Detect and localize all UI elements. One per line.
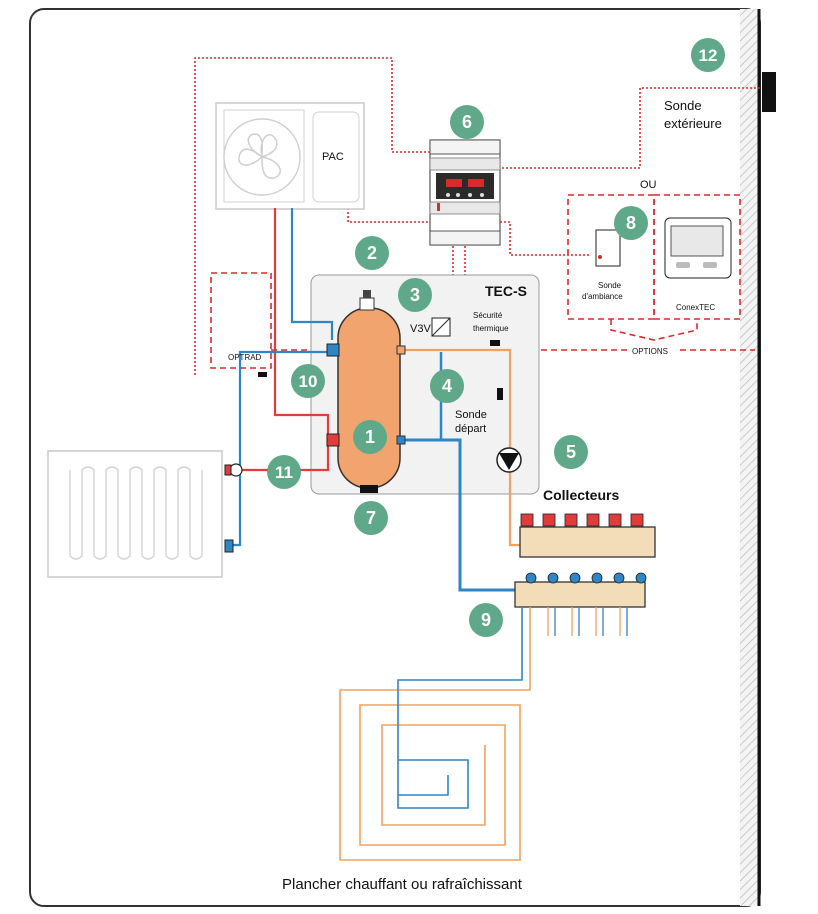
badge-10: 10 bbox=[291, 364, 325, 398]
sonde-exterieure-label-2: extérieure bbox=[664, 116, 722, 131]
svg-text:2: 2 bbox=[367, 243, 377, 263]
circulator-pump bbox=[496, 447, 522, 473]
heat-pump-unit: PAC bbox=[215, 102, 365, 210]
underfloor-loop bbox=[339, 607, 531, 861]
optrad-sensor bbox=[258, 372, 267, 377]
badge-7: 7 bbox=[354, 501, 388, 535]
supply-manifold bbox=[519, 513, 656, 558]
badge-3: 3 bbox=[398, 278, 432, 312]
badge-6: 6 bbox=[450, 105, 484, 139]
sonde-ambiance-label-1: Sonde bbox=[598, 281, 622, 290]
pac-label: PAC bbox=[322, 151, 344, 163]
badge-2: 2 bbox=[355, 236, 389, 270]
safety-sensor bbox=[490, 340, 500, 346]
svg-text:12: 12 bbox=[699, 46, 718, 65]
badge-9: 9 bbox=[469, 603, 503, 637]
sonde-exterieure-label-1: Sonde bbox=[664, 98, 702, 113]
securite-label-2: thermique bbox=[473, 324, 509, 333]
svg-text:11: 11 bbox=[275, 463, 293, 482]
options-dashed-lines bbox=[210, 194, 755, 369]
svg-text:10: 10 bbox=[299, 372, 318, 391]
badge-8: 8 bbox=[614, 206, 648, 240]
svg-text:5: 5 bbox=[566, 442, 576, 462]
plancher-label: Plancher chauffant ou rafraîchissant bbox=[282, 876, 523, 893]
fan-blades bbox=[238, 133, 281, 179]
collecteurs-label: Collecteurs bbox=[543, 487, 619, 503]
v3v-valve: V3V bbox=[410, 317, 451, 337]
badge-12: 12 bbox=[691, 38, 725, 72]
svg-text:9: 9 bbox=[481, 610, 491, 630]
svg-text:6: 6 bbox=[462, 112, 472, 132]
tank-drain bbox=[360, 485, 378, 493]
fan-icon bbox=[223, 118, 301, 196]
controller-screen bbox=[436, 173, 494, 199]
v3v-label: V3V bbox=[410, 323, 431, 335]
svg-text:1: 1 bbox=[365, 427, 375, 447]
securite-label-1: Sécurité bbox=[473, 311, 503, 320]
svg-text:8: 8 bbox=[626, 213, 636, 233]
svg-text:3: 3 bbox=[410, 285, 420, 305]
badge-11: 11 bbox=[267, 455, 301, 489]
svg-text:4: 4 bbox=[442, 376, 452, 396]
optrad-label: OPTRAD bbox=[228, 353, 262, 362]
svg-text:7: 7 bbox=[366, 508, 376, 528]
badge-4: 4 bbox=[430, 369, 464, 403]
options-label: OPTIONS bbox=[632, 347, 668, 356]
exterior-sensor bbox=[762, 72, 776, 112]
return-manifold bbox=[514, 572, 647, 608]
tec-s-label: TEC-S bbox=[485, 283, 527, 299]
flow-sensor bbox=[497, 388, 503, 400]
cold-pipes bbox=[228, 208, 334, 547]
return-pipe-blue bbox=[400, 438, 518, 592]
badge-1: 1 bbox=[353, 420, 387, 454]
radiator bbox=[47, 450, 243, 578]
room-sensor bbox=[595, 229, 621, 267]
exterior-wall bbox=[740, 9, 759, 906]
sonde-depart-label-2: départ bbox=[455, 423, 486, 435]
sonde-depart-label-1: Sonde bbox=[455, 409, 487, 421]
conextec-label: ConexTEC bbox=[676, 303, 715, 312]
controller-unit bbox=[429, 139, 501, 246]
sonde-ambiance-label-2: d'ambiance bbox=[582, 292, 623, 301]
conextec-thermostat bbox=[664, 217, 732, 279]
manifold-outlets bbox=[547, 607, 628, 636]
badge-5: 5 bbox=[554, 435, 588, 469]
ou-label: OU bbox=[640, 179, 657, 191]
